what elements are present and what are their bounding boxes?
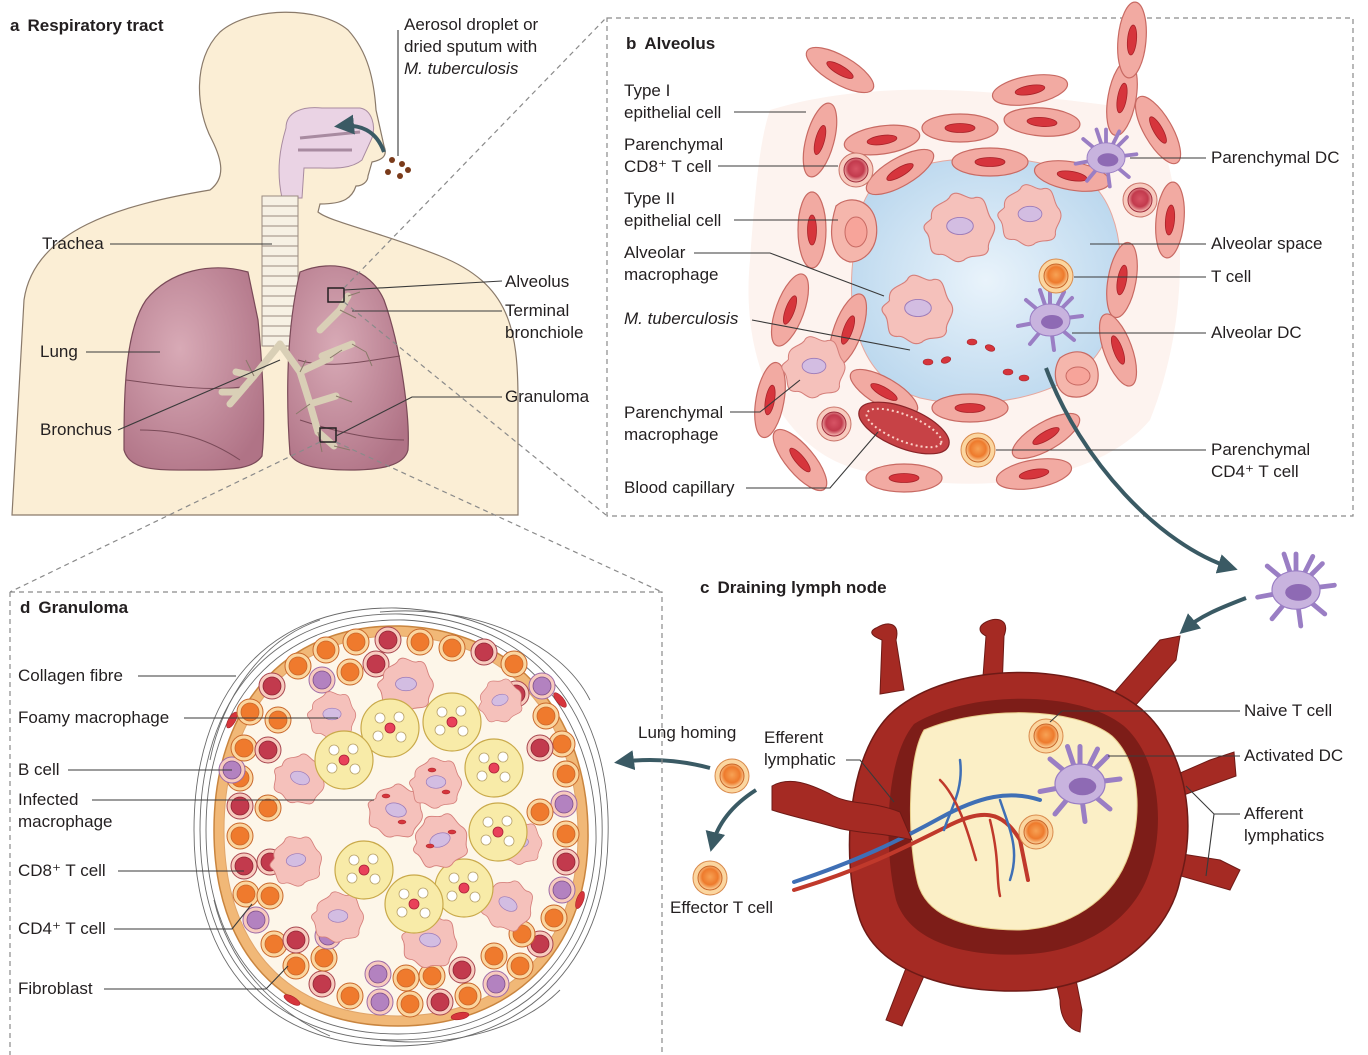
label-aff-2: lymphatics	[1244, 825, 1324, 847]
label-homing: Lung homing	[638, 722, 736, 744]
panel-c-title-text: Draining lymph node	[717, 578, 886, 597]
label-bcell: B cell	[18, 759, 60, 781]
label-lung: Lung	[40, 341, 78, 363]
panel-a-title-text: Respiratory tract	[27, 16, 163, 35]
label-pm-2: macrophage	[624, 424, 719, 446]
label-space: Alveolar space	[1211, 233, 1323, 255]
label-mtb: M. tuberculosis	[624, 308, 738, 330]
label-type1-2: epithelial cell	[624, 102, 721, 124]
panel-b-title-text: Alveolus	[644, 34, 715, 53]
parenchymal-cd8-t-cell	[839, 153, 873, 187]
panel-d-title-text: Granuloma	[38, 598, 128, 617]
label-cd8-d: CD8⁺ T cell	[18, 860, 106, 882]
label-cd4-1: Parenchymal	[1211, 439, 1310, 461]
panel-a-title: a Respiratory tract	[10, 16, 164, 36]
label-collagen: Collagen fibre	[18, 665, 123, 687]
label-eff-2: lymphatic	[764, 749, 836, 771]
panel-c-title: c Draining lymph node	[700, 578, 887, 598]
label-fibro: Fibroblast	[18, 978, 93, 1000]
label-bronchus: Bronchus	[40, 419, 112, 441]
label-adc: Alveolar DC	[1211, 322, 1302, 344]
naive-t-cell	[1029, 719, 1063, 753]
effector-t-cell	[693, 861, 727, 895]
label-capillary: Blood capillary	[624, 477, 735, 499]
node-t-cell	[1019, 815, 1053, 849]
label-aerosol-3: M. tuberculosis	[404, 58, 518, 80]
label-terminal-1: Terminal	[505, 300, 569, 322]
label-effector: Effector T cell	[670, 897, 773, 919]
label-type2-2: epithelial cell	[624, 210, 721, 232]
label-cd4-2: CD4⁺ T cell	[1211, 461, 1299, 483]
panel-d-title: d Granuloma	[20, 598, 128, 618]
parenchymal-cd8-t-cell-3	[817, 407, 851, 441]
aerosol-droplets	[385, 157, 411, 179]
panel-b-title: b Alveolus	[626, 34, 715, 54]
label-trachea: Trachea	[42, 233, 104, 255]
label-inf-2: macrophage	[18, 811, 113, 833]
label-activated: Activated DC	[1244, 745, 1343, 767]
effector-arrow	[712, 790, 756, 846]
label-cd4-d: CD4⁺ T cell	[18, 918, 106, 940]
label-aerosol-1: Aerosol droplet or	[404, 14, 538, 36]
label-inf-1: Infected	[18, 789, 79, 811]
label-cd8-2: CD8⁺ T cell	[624, 156, 712, 178]
label-alveolus: Alveolus	[505, 271, 569, 293]
label-am-1: Alveolar	[624, 242, 685, 264]
label-aerosol-2: dried sputum with	[404, 36, 537, 58]
label-type1-1: Type I	[624, 80, 670, 102]
label-terminal-2: bronchiole	[505, 322, 583, 344]
label-foamy: Foamy macrophage	[18, 707, 169, 729]
label-cd8-1: Parenchymal	[624, 134, 723, 156]
panel-d-letter: d	[20, 598, 30, 617]
label-aff-1: Afferent	[1244, 803, 1303, 825]
parenchymal-cd4-t-cell	[961, 433, 995, 467]
label-pdc: Parenchymal DC	[1211, 147, 1340, 169]
label-pm-1: Parenchymal	[624, 402, 723, 424]
panel-c-draining-lymph-node	[620, 554, 1334, 1032]
label-naive: Naive T cell	[1244, 700, 1332, 722]
label-type2-1: Type II	[624, 188, 675, 210]
panel-c-letter: c	[700, 578, 709, 597]
panel-b-letter: b	[626, 34, 636, 53]
migrating-dc	[1258, 554, 1335, 626]
panel-a-letter: a	[10, 16, 19, 35]
alveolar-t-cell	[1039, 259, 1073, 293]
label-eff-1: Efferent	[764, 727, 823, 749]
label-am-2: macrophage	[624, 264, 719, 286]
parenchymal-cd8-t-cell-2	[1123, 183, 1157, 217]
label-tcell: T cell	[1211, 266, 1251, 288]
lung-homing-arrow	[620, 760, 710, 768]
dc-to-node-arrow	[1184, 598, 1246, 630]
label-granuloma: Granuloma	[505, 386, 589, 408]
lung-homing-t-cell	[715, 759, 749, 793]
